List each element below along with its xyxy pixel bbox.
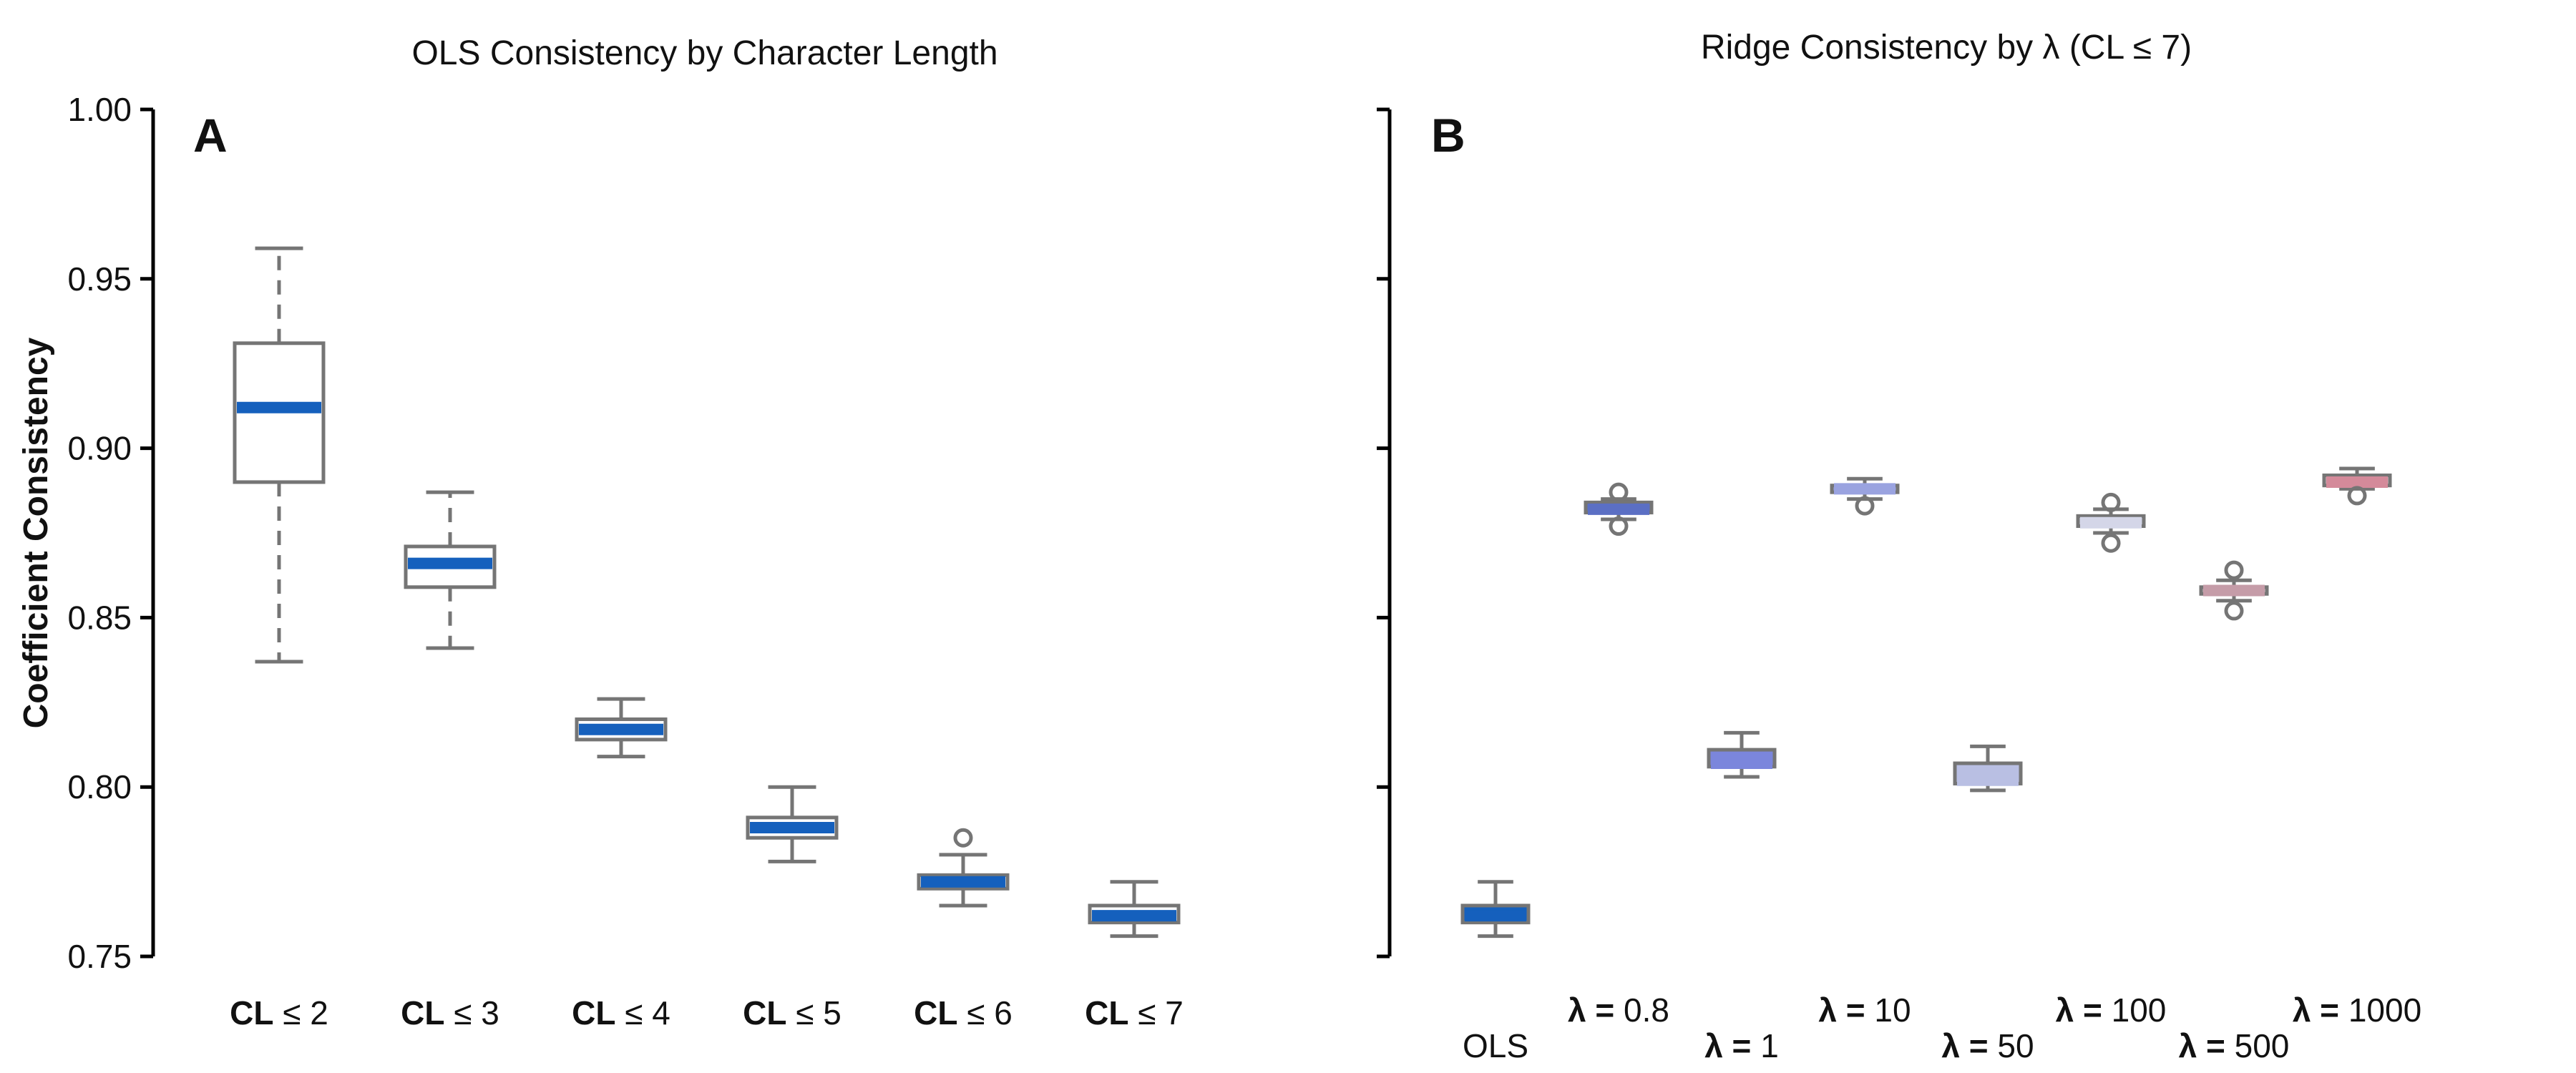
category-label-value: 1000 [2348, 991, 2421, 1029]
y-tick-label: 0.75 [67, 938, 132, 975]
box-group [1088, 880, 1181, 939]
category-label: CL ≤ 4 [572, 994, 670, 1032]
box-group [1707, 730, 1777, 779]
box-group [2322, 466, 2392, 506]
box-group [746, 785, 839, 863]
category-label-prefix: CL [572, 994, 615, 1032]
y-tick-label: 0.85 [67, 599, 132, 636]
category-label-value: 1 [1760, 1027, 1779, 1064]
y-tick-label: 0.80 [67, 768, 132, 805]
category-label-value: ≤ 2 [273, 994, 328, 1032]
category-label-value: ≤ 6 [957, 994, 1012, 1032]
category-label-prefix: λ = [2056, 991, 2112, 1029]
category-label-prefix: CL [401, 994, 444, 1032]
category-label-prefix: λ = [1818, 991, 1874, 1029]
box-group [404, 490, 497, 650]
box-group [1584, 482, 1654, 536]
category-label-value: ≤ 3 [444, 994, 499, 1032]
category-label-prefix: λ = [1568, 991, 1624, 1029]
y-tick-label: 0.90 [67, 430, 132, 467]
box-group [1830, 476, 1900, 516]
category-label-prefix: CL [1085, 994, 1128, 1032]
category-label-value: 10 [1874, 991, 1911, 1029]
category-label: λ = 0.8 [1568, 991, 1669, 1029]
outlier-point [2101, 533, 2121, 553]
y-tick-label: 1.00 [67, 91, 132, 128]
y-tick-label: 0.95 [67, 260, 132, 298]
category-label: CL ≤ 2 [230, 994, 328, 1032]
box-group [917, 828, 1010, 908]
category-label-value: 0.8 [1624, 991, 1669, 1029]
category-label: λ = 10 [1818, 991, 1911, 1029]
outlier-point [2224, 560, 2244, 580]
category-label: λ = 500 [2179, 1027, 2290, 1064]
category-label: λ = 100 [2056, 991, 2167, 1029]
outlier-point [953, 828, 973, 848]
category-label: λ = 1000 [2293, 991, 2421, 1029]
outlier-point [1855, 496, 1875, 516]
panel-a-title: OLS Consistency by Character Length [411, 34, 997, 72]
panel-a: OLS Consistency by Character Length Coef… [17, 34, 1184, 1032]
category-label-value: 50 [1997, 1027, 2034, 1064]
category-label: CL ≤ 5 [743, 994, 841, 1032]
panel-b: Ridge Consistency by λ (CL ≤ 7) B OLS λ =… [1377, 29, 2421, 1064]
box-group [1953, 744, 2023, 793]
category-label: λ = 1 [1704, 1027, 1779, 1064]
category-label-prefix: λ = [2293, 991, 2348, 1029]
panel-a-letter: A [193, 109, 228, 162]
category-label-value: ≤ 7 [1128, 994, 1183, 1032]
category-label: OLS [1463, 1027, 1528, 1064]
box-group [2076, 492, 2146, 553]
category-label: CL ≤ 3 [401, 994, 499, 1032]
box-group [1460, 880, 1531, 939]
outlier-point [2101, 492, 2121, 512]
category-label-value: ≤ 4 [615, 994, 670, 1032]
y-axis-label: Coefficient Consistency [17, 337, 55, 728]
box-group [575, 697, 668, 759]
category-label-prefix: λ = [2179, 1027, 2235, 1064]
outlier-point [1609, 516, 1629, 536]
category-label: λ = 50 [1941, 1027, 2034, 1064]
outlier-point [2224, 601, 2244, 621]
panel-b-title: Ridge Consistency by λ (CL ≤ 7) [1701, 29, 2192, 67]
box-group [2199, 560, 2269, 621]
category-label-value: 500 [2235, 1027, 2290, 1064]
category-label-prefix: CL [743, 994, 786, 1032]
category-label-value: ≤ 5 [786, 994, 841, 1032]
category-label-value: 100 [2112, 991, 2167, 1029]
box-group [233, 246, 326, 664]
outlier-point [1609, 482, 1629, 502]
category-label: CL ≤ 6 [914, 994, 1013, 1032]
category-label-prefix: CL [914, 994, 957, 1032]
category-label-value: OLS [1463, 1027, 1528, 1064]
panel-b-letter: B [1431, 109, 1465, 162]
outlier-point [2347, 486, 2367, 506]
category-label: CL ≤ 7 [1085, 994, 1184, 1032]
category-label-prefix: λ = [1941, 1027, 1997, 1064]
category-label-prefix: λ = [1704, 1027, 1760, 1064]
category-label-prefix: CL [230, 994, 273, 1032]
